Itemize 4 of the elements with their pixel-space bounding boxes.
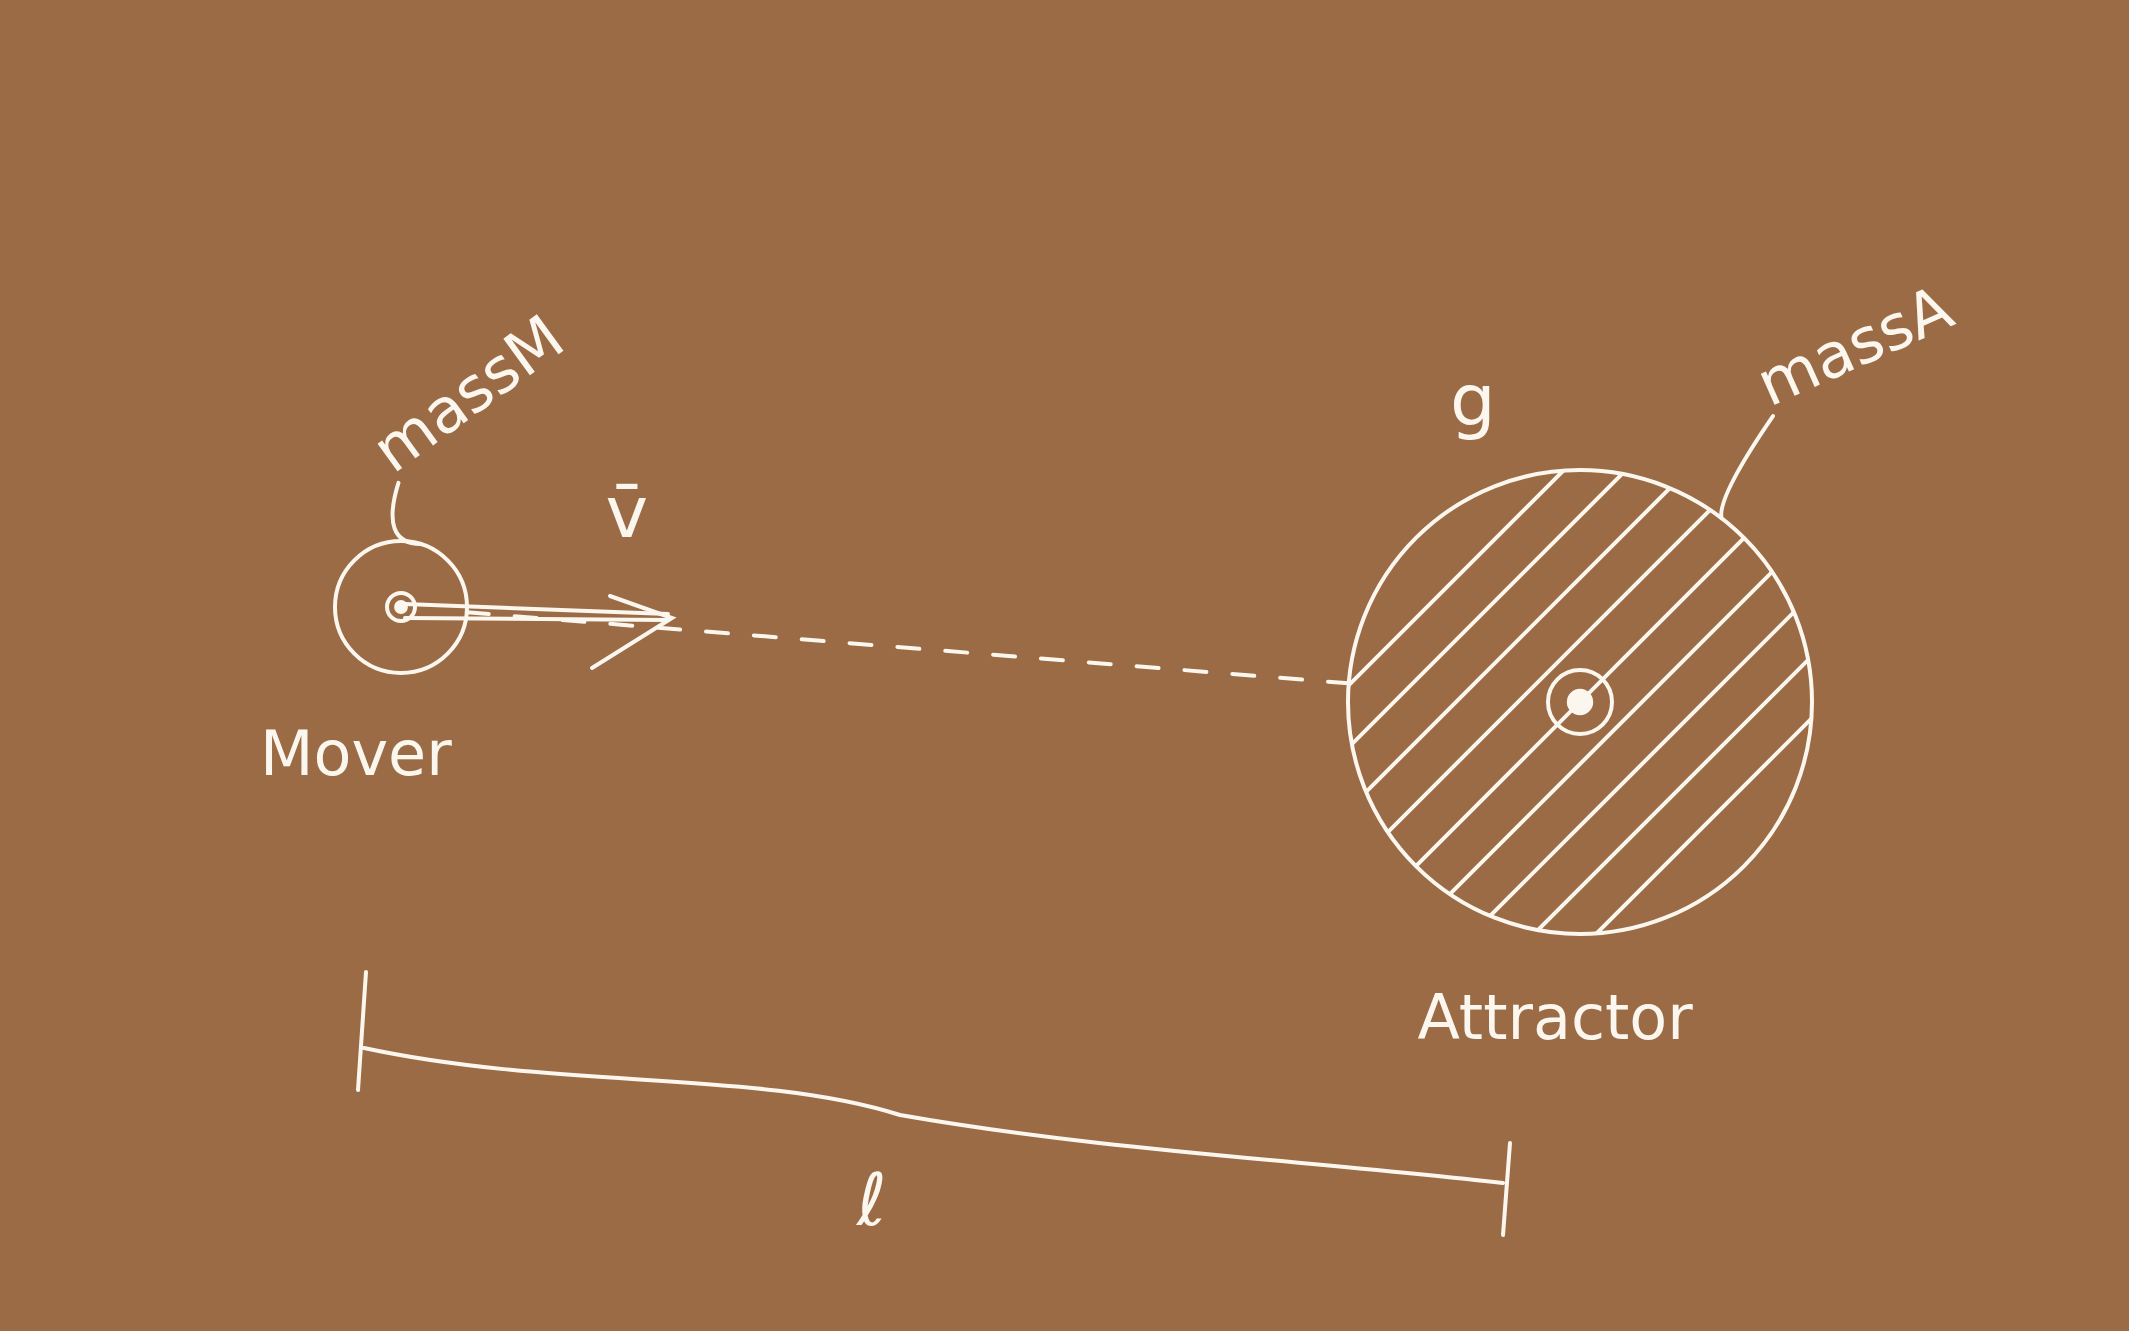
node-caption: Attractor [1417,987,1693,1049]
distance-label: ℓ [857,1164,887,1236]
velocity-label: v̄ [605,476,649,548]
node-caption: Mover [260,723,452,785]
